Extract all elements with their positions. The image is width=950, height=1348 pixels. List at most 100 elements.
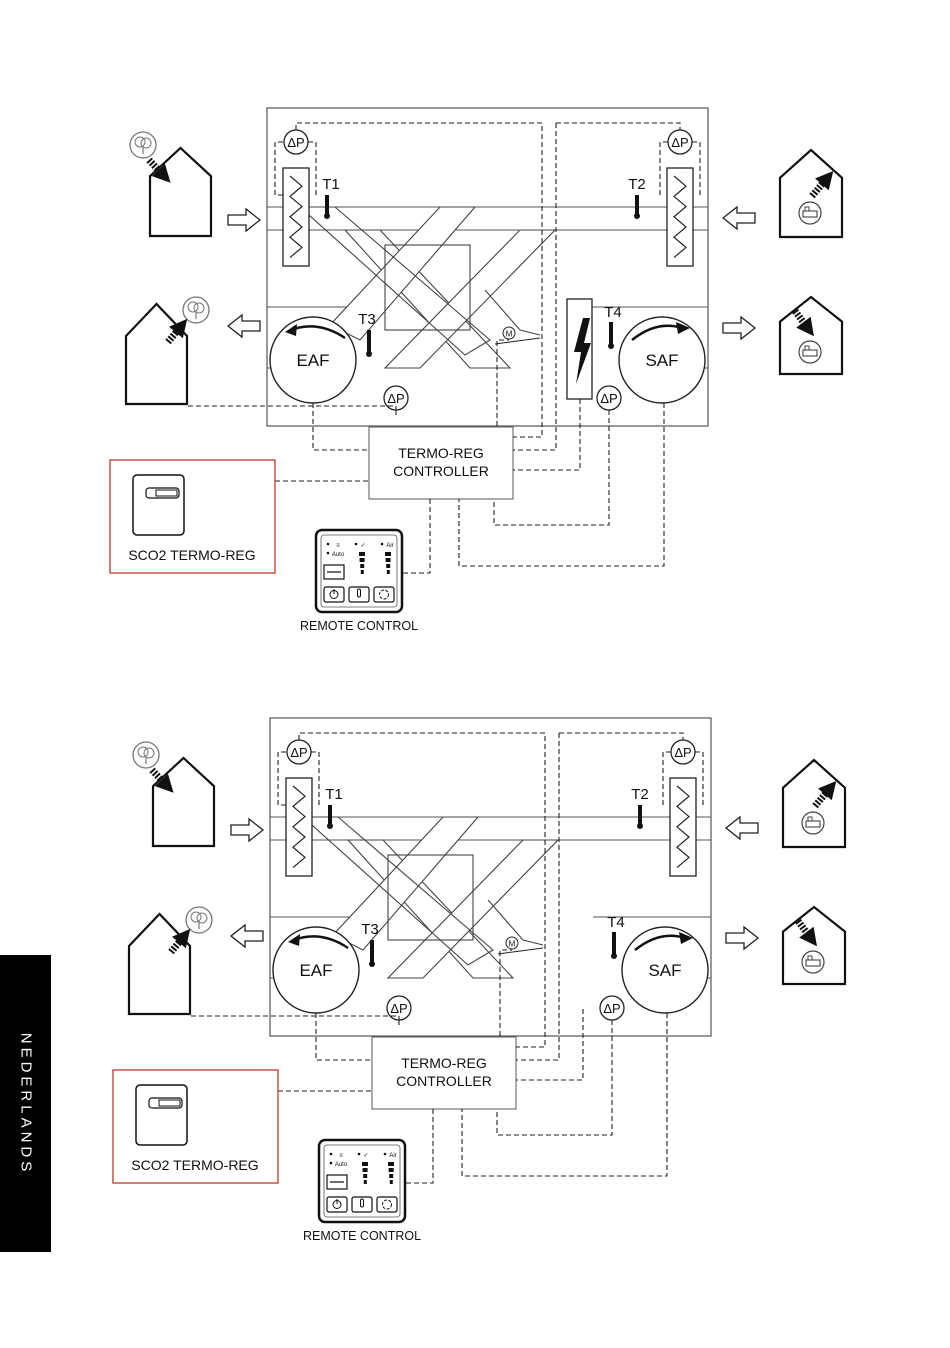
tree-icon <box>133 742 159 768</box>
level-bar <box>360 558 365 562</box>
sensor-label: T1 <box>322 176 340 193</box>
level-bar <box>362 1162 368 1166</box>
differential-pressure-sensor: ΔP <box>668 130 692 154</box>
dp-label: ΔP <box>390 1001 407 1016</box>
status-led <box>327 543 330 546</box>
flow-arrow-outdoor-air <box>231 819 263 841</box>
tree-icon <box>130 132 156 158</box>
supply-air-fan: SAF <box>622 927 708 1013</box>
remote-control-label: REMOTE CONTROL <box>300 619 418 633</box>
sensor-device-icon <box>136 1085 187 1145</box>
mode-glyph: ≡ <box>336 543 340 549</box>
sensor-label: T4 <box>607 914 625 931</box>
remote-small-label: Auto <box>335 1162 348 1168</box>
controller-line2: CONTROLLER <box>396 1073 492 1089</box>
differential-pressure-sensor: ΔP <box>597 386 621 410</box>
sensor-label: T3 <box>361 921 379 938</box>
level-bar <box>387 570 390 574</box>
dp-label: ΔP <box>287 135 304 150</box>
preheater-coil <box>283 168 309 266</box>
status-led <box>381 543 384 546</box>
status-led <box>327 552 330 555</box>
differential-pressure-sensor: ΔP <box>287 740 311 764</box>
remote-small-label: Air <box>386 543 393 549</box>
sensor-box-label: SCO2 TERMO-REG <box>128 547 255 563</box>
fan-button-icon <box>374 587 394 602</box>
sensor-label: T1 <box>325 786 343 803</box>
controller-line1: TERMO-REG <box>398 445 484 461</box>
differential-pressure-sensor: ΔP <box>671 740 695 764</box>
electric-heater <box>567 299 592 399</box>
motor-label: M <box>509 940 516 949</box>
house-outdoor-intake <box>153 758 214 846</box>
level-bar <box>390 1180 393 1184</box>
level-bar <box>363 1174 367 1178</box>
fan-label: EAF <box>296 351 329 370</box>
level-bar <box>389 1174 393 1178</box>
language-tab-label: NEDERLANDS <box>17 1032 34 1175</box>
house-outdoor-intake <box>150 148 211 236</box>
level-bar <box>364 1180 367 1184</box>
remote-control-label: REMOTE CONTROL <box>303 1229 421 1243</box>
control-wire <box>402 499 430 573</box>
sensor-label: T2 <box>628 176 646 193</box>
dp-label: ΔP <box>387 391 404 406</box>
reheater-coil <box>667 168 693 266</box>
level-bar <box>360 564 364 568</box>
preheater-coil <box>286 778 312 876</box>
sensor-device-icon <box>133 475 184 535</box>
sensor-label: T4 <box>604 304 622 321</box>
supply-air-fan: SAF <box>619 317 705 403</box>
dp-label: ΔP <box>603 1001 620 1016</box>
flow-arrow-supply-air <box>726 927 758 949</box>
differential-pressure-sensor: ΔP <box>600 996 624 1020</box>
differential-pressure-sensor: ΔP <box>284 130 308 154</box>
remote-small-label: Auto <box>332 552 345 558</box>
flow-arrow-exhaust-air <box>231 925 263 947</box>
dp-label: ΔP <box>290 745 307 760</box>
fan-label: SAF <box>645 351 678 370</box>
house-exhaust <box>126 304 187 404</box>
remote-small-label: Air <box>389 1153 396 1159</box>
control-wire <box>405 1109 433 1183</box>
flow-arrow-exhaust-air <box>228 315 260 337</box>
flow-arrow-outdoor-air <box>228 209 260 231</box>
level-bar <box>359 552 365 556</box>
ventilation-unit-diagram: ΔPΔPT1T2T3T4EAFSAFMΔPΔPTERMO-REGCONTROLL… <box>113 718 845 1243</box>
flow-arrow-supply-air <box>723 317 755 339</box>
status-led <box>358 1153 361 1156</box>
motor-label: M <box>506 330 513 339</box>
check-glyph: ✓ <box>363 1153 368 1159</box>
flow-arrow-extract-air <box>723 207 755 229</box>
controller-line1: TERMO-REG <box>401 1055 487 1071</box>
fan-label: EAF <box>299 961 332 980</box>
exhaust-air-fan: EAF <box>270 317 356 403</box>
level-bar <box>361 570 364 574</box>
termo-reg-controller: TERMO-REG CONTROLLER <box>372 1037 516 1109</box>
sco2-sensor-box: SCO2 TERMO-REG <box>110 460 275 573</box>
flow-arrow-extract-air <box>726 817 758 839</box>
level-bar <box>388 1162 394 1166</box>
level-bar <box>389 1168 394 1172</box>
room-extract-icon <box>799 202 821 224</box>
level-bar <box>385 552 391 556</box>
mode-glyph: ≡ <box>339 1153 343 1159</box>
status-led <box>330 1162 333 1165</box>
sensor-box-label: SCO2 TERMO-REG <box>131 1157 258 1173</box>
status-led <box>355 543 358 546</box>
language-tab: NEDERLANDS <box>0 955 51 1252</box>
fan-button-icon <box>377 1197 397 1212</box>
dp-label: ΔP <box>671 135 688 150</box>
exhaust-air-fan: EAF <box>273 927 359 1013</box>
room-supply-icon <box>799 341 821 363</box>
reheater-coil <box>670 778 696 876</box>
dp-label: ΔP <box>674 745 691 760</box>
room-extract-icon <box>802 812 824 834</box>
fan-label: SAF <box>648 961 681 980</box>
level-bar <box>363 1168 368 1172</box>
level-bar <box>386 558 391 562</box>
sco2-sensor-box: SCO2 TERMO-REG <box>113 1070 278 1183</box>
